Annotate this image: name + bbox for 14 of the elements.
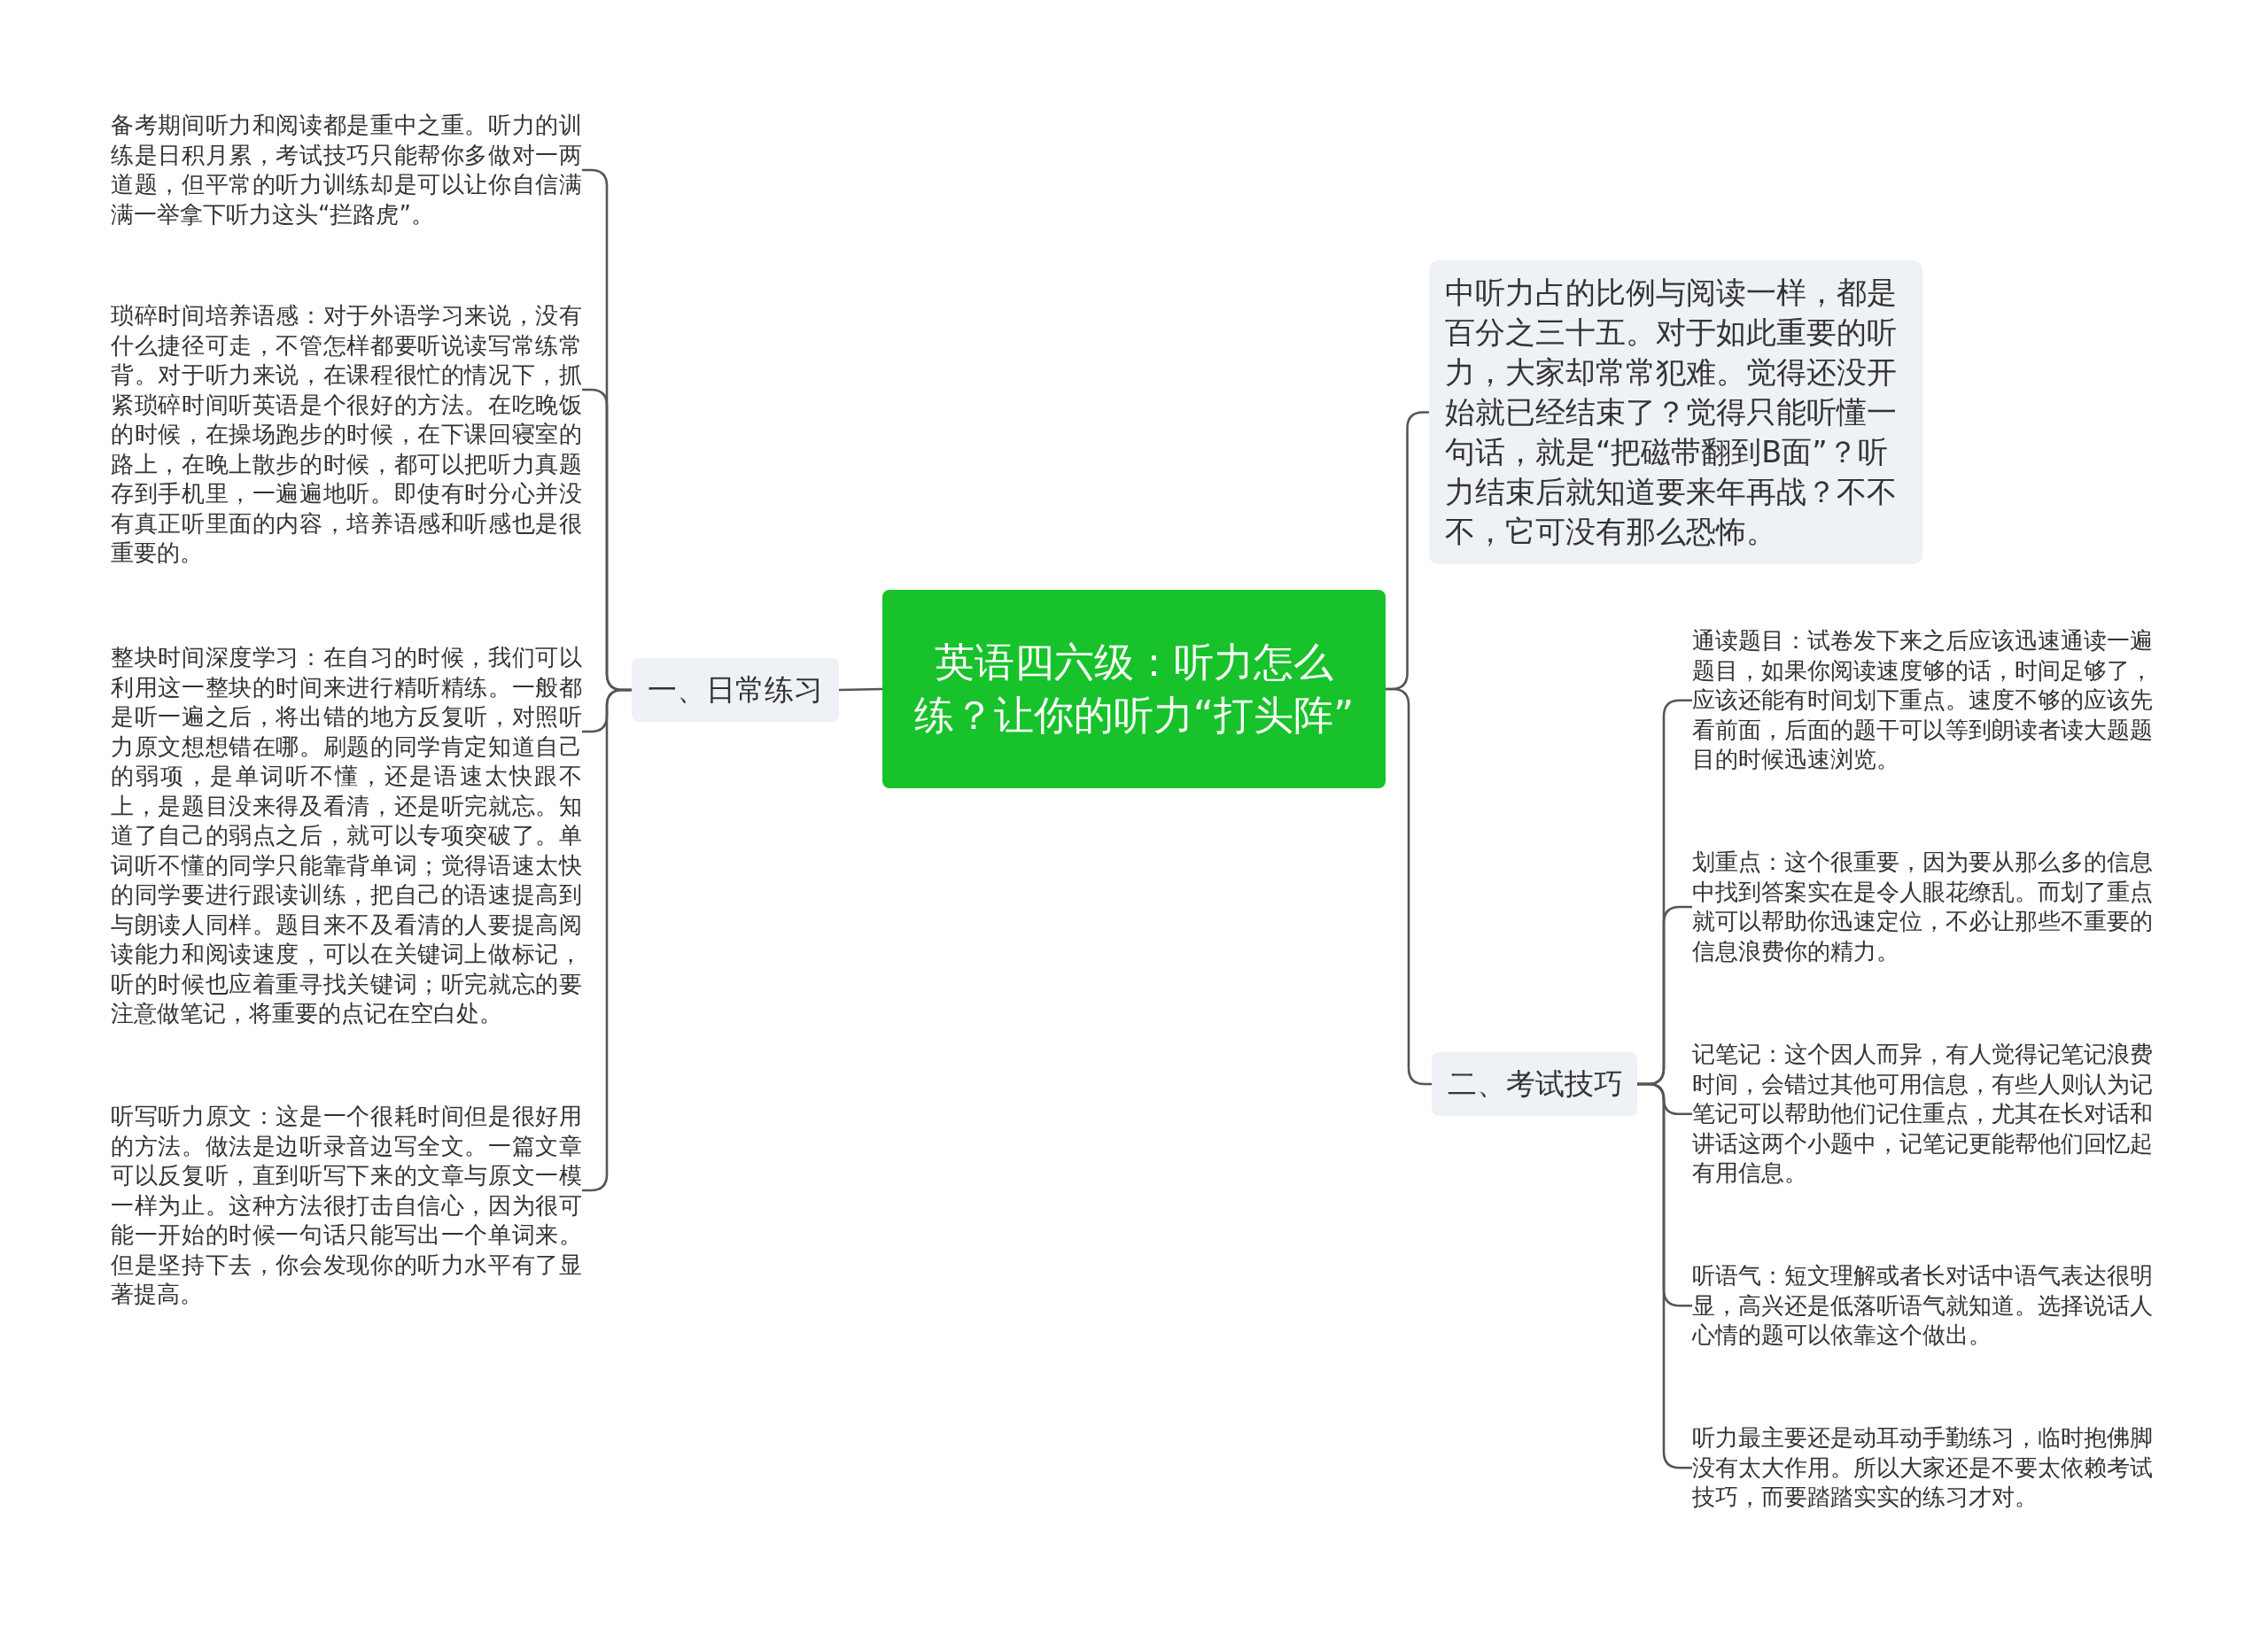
branch-topic: 二、考试技巧 [1432, 1052, 1637, 1116]
note-text: 听力最主要还是动耳动手勤练习，临时抱佛脚没有太大作用。所以大家还是不要太依赖考试技巧，而要踏踏实实的练习才对。 [1692, 1423, 2163, 1513]
note-text: 听写听力原文：这是一个很耗时间但是很好用的方法。做法是边听录音边写全文。一篇文章可以反复听，直到听写下来的文章与原文一模一样为止。这种方法很打击自信心，因为很可能一开始的时候一句话只能写出一个单词来。但是坚持下去，你会发现你的听力水平有了显著提高。 [111, 1102, 582, 1310]
note-text: 听语气：短文理解或者长对话中语气表达很明显，高兴还是低落听语气就知道。选择说话人心情的题可以依靠这个做出。 [1692, 1261, 2163, 1351]
note-text: 琐碎时间培养语感：对于外语学习来说，没有什么捷径可走，不管怎样都要听说读写常练常背。对于听力来说，在课程很忙的情况下，抓紧琐碎时间听英语是个很好的方法。在吃晚饭的时候，在操场跑步的时候，在下课回寝室的路上，在晚上散步的时候，都可以把听力真题存到手机里，一遍遍地听。即使有时分心并没有真正听里面的内容，培养语感和听感也是很重要的。 [111, 301, 582, 569]
note-text: 记笔记：这个因人而异，有人觉得记笔记浪费时间，会错过其他可用信息，有些人则认为记笔记可以帮助他们记住重点，尤其在长对话和讲话这两个小题中，记笔记更能帮他们回忆起有用信息。 [1692, 1040, 2163, 1189]
note-text: 备考期间听力和阅读都是重中之重。听力的训练是日积月累，考试技巧只能帮你多做对一两道题，但平常的听力训练却是可以让你自信满满一举拿下听力这头“拦路虎”。 [111, 111, 582, 229]
central-topic: 英语四六级：听力怎么练？让你的听力“打头阵” [882, 590, 1386, 788]
branch-topic: 一、日常练习 [632, 658, 839, 722]
note-text: 通读题目：试卷发下来之后应该迅速通读一遍题目，如果你阅读速度够的话，时间足够了，应该还能有时间划下重点。速度不够的应该先看前面，后面的题干可以等到朗读者读大题题目的时候迅速浏览。 [1692, 626, 2163, 775]
connector-line [838, 687, 883, 692]
note-text: 整块时间深度学习：在自习的时候，我们可以利用这一整块的时间来进行精听精练。一般都是听一遍之后，将出错的地方反复听，对照听力原文想想错在哪。刷题的同学肯定知道自己的弱项，是单词听不懂，还是语速太快跟不上，是题目没来得及看清，还是听完就忘。知道了自己的弱点之后，就可以专项突破了。单词听不懂的同学只能靠背单词；觉得语速太快的同学要进行跟读训练，把自己的语速提高到与朗读人同样。题目来不及看清的人要提高阅读能力和阅读速度，可以在关键词上做标记，听的时候也应着重寻找关键词；听完就忘的要注意做笔记，将重要的点记在空白处。 [111, 643, 582, 1029]
note-text: 划重点：这个很重要，因为要从那么多的信息中找到答案实在是令人眼花缭乱。而划了重点就可以帮助你迅速定位，不必让那些不重要的信息浪费你的精力。 [1692, 848, 2163, 966]
topic-card: 中听力占的比例与阅读一样，都是百分之三十五。对于如此重要的听力，大家却常常犯难。觉得还没开始就已经结束了？觉得只能听懂一句话，就是“把磁带翻到B面”？听力结束后就知道要来年再战？不不不，它可没有那么恐怖。 [1429, 260, 1922, 564]
